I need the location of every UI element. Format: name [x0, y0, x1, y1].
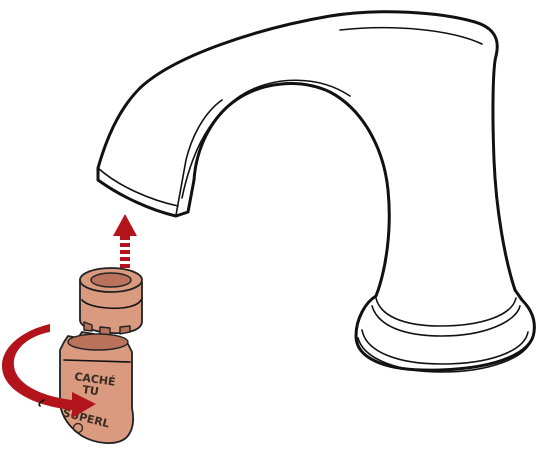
dashed-up-arrow-icon [113, 214, 137, 268]
aerator-key-tool: CACHÉ TU SUPERL [60, 332, 133, 443]
faucet-spout [98, 12, 534, 372]
tool-text-mid: TU [82, 383, 100, 398]
aerator-cartridge [80, 268, 142, 335]
